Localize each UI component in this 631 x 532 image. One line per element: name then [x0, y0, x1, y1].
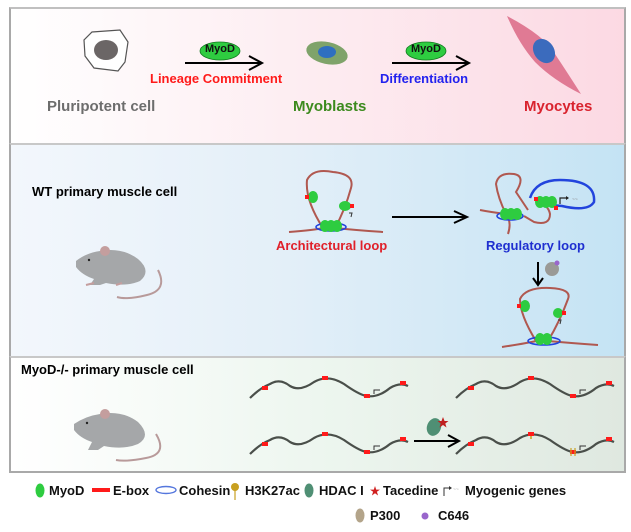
myocyte-cell-icon — [507, 16, 581, 94]
chromatin-strand-acetylated — [455, 432, 615, 456]
legend-label-p300: P300 — [370, 508, 401, 523]
restored-loop-diagram — [501, 286, 599, 348]
mouse-icon — [74, 409, 162, 462]
hdac-tacedinaline-arrow — [414, 417, 462, 448]
stage-label-myoblasts: Myoblasts — [293, 98, 367, 115]
blue-ring-icon — [155, 485, 177, 495]
green-oval-icon — [35, 483, 45, 498]
svg-text:~~: ~~ — [453, 487, 459, 493]
legend-label-ebox: E-box — [113, 483, 150, 498]
teal-oval-icon — [304, 483, 314, 498]
transition-arrow — [392, 210, 470, 224]
star-icon — [370, 486, 380, 496]
loop-label-regulatory: Regulatory loop — [486, 238, 585, 253]
differentiation-arrow — [392, 55, 472, 71]
myod-factor-icon — [405, 41, 447, 61]
transition-label-differentiation: Differentiation — [380, 71, 469, 86]
chromatin-strand — [249, 432, 409, 455]
stage-label-pluripotent: Pluripotent cell — [47, 98, 156, 115]
tan-oval-icon — [355, 508, 365, 523]
legend-label-myogenic-genes: Myogenic genes — [465, 483, 567, 498]
down-arrow-with-p300 — [532, 260, 560, 287]
legend-label-c646: C646 — [438, 508, 470, 523]
legend-label-tacedine: Tacedine — [383, 483, 439, 498]
wt-panel — [9, 143, 626, 356]
architectural-loop-diagram — [288, 170, 384, 233]
stage-label-myocytes: Myocytes — [524, 98, 593, 115]
tss-arrow-icon: ~~ — [443, 486, 459, 496]
myod-factor-label: MyoD — [205, 43, 235, 55]
svg-text:~~: ~~ — [572, 197, 578, 203]
legend-label-h3k27ac: H3K27ac — [245, 483, 300, 498]
mouse-icon — [76, 246, 163, 300]
chromatin-strand — [455, 376, 615, 399]
legend-label-hdac: HDAC I — [319, 483, 364, 498]
myoblast-cell-icon — [306, 41, 348, 65]
myod-factor-icon — [199, 41, 241, 61]
regulatory-loop-diagram: ~~ — [479, 172, 596, 235]
lineage-arrow — [185, 55, 265, 71]
chromatin-strand — [249, 376, 409, 399]
red-bar-icon — [92, 488, 110, 492]
legend-label-cohesin: Cohesin — [179, 483, 231, 498]
transition-label-lineage: Lineage Commitment — [150, 71, 283, 86]
wt-panel-title: WT primary muscle cell — [32, 184, 178, 199]
pluripotent-cell-icon — [83, 29, 129, 72]
legend-label-myod: MyoD — [49, 483, 85, 498]
myod-factor-label: MyoD — [411, 43, 441, 55]
lollipop-icon — [231, 483, 239, 500]
loop-label-architectural: Architectural loop — [276, 238, 388, 253]
purple-dot-icon — [421, 512, 429, 520]
ko-panel-title: MyoD-/- primary muscle cell — [21, 362, 194, 377]
